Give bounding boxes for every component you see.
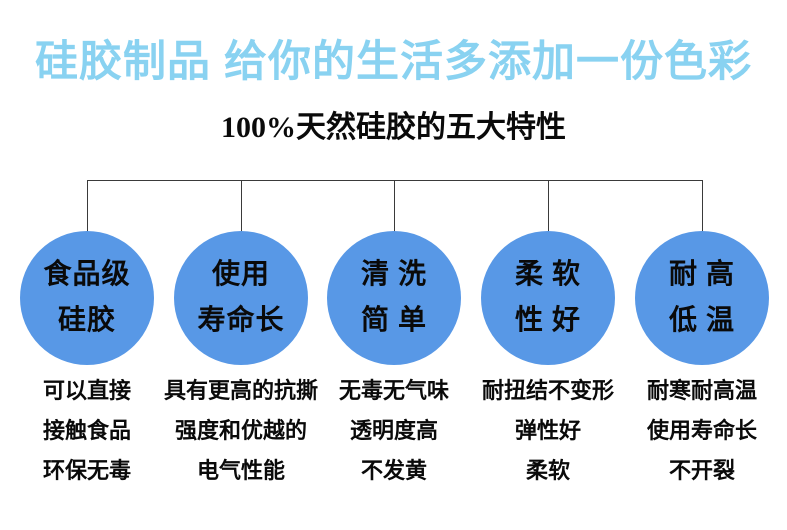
circle-label-line: 低 温 [668,305,735,336]
description-line: 无毒无气味 [338,378,449,403]
description-line: 可以直接 [42,378,131,403]
feature-description-food-grade: 可以直接 接触食品 环保无毒 [2,371,172,491]
connector-horizontal-line [87,180,703,181]
circle-label-line: 性 好 [514,305,581,336]
description-line: 环保无毒 [42,458,131,483]
feature-description-temp-resistant: 耐寒耐高温 使用寿命长 不开裂 [617,371,787,491]
feature-description-soft: 耐扭结不变形 弹性好 柔软 [463,371,633,491]
description-line: 不发黄 [360,458,427,483]
connector-vertical-line [702,180,703,234]
connector-vertical-line [241,180,242,234]
description-line: 耐寒耐高温 [646,378,757,403]
circle-label-line: 使用 [211,259,270,290]
feature-circle-temp-resistant: 耐 高 低 温 [635,231,769,365]
connector-vertical-line [87,180,88,234]
connector-vertical-line [394,180,395,234]
circle-label-line: 寿命长 [197,305,285,336]
feature-description-easy-clean: 无毒无气味 透明度高 不发黄 [309,371,479,491]
circle-label-line: 耐 高 [668,259,735,290]
description-line: 耐扭结不变形 [481,378,614,403]
feature-circle-food-grade: 食品级 硅胶 [20,231,154,365]
description-line: 强度和优越的 [174,418,307,443]
description-line: 透明度高 [349,418,438,443]
description-line: 使用寿命长 [646,418,757,443]
description-line: 具有更高的抗撕 [163,378,318,403]
page-title: 硅胶制品 给你的生活多添加一份色彩 [35,38,752,86]
circle-label-line: 食品级 [43,259,131,290]
circle-label-line: 柔 软 [514,259,581,290]
feature-circle-easy-clean: 清 洗 简 单 [327,231,461,365]
description-line: 接触食品 [42,418,131,443]
connector-vertical-line [548,180,549,234]
feature-circle-long-life: 使用 寿命长 [174,231,308,365]
circle-label-line: 清 洗 [360,259,427,290]
feature-description-long-life: 具有更高的抗撕 强度和优越的 电气性能 [156,371,326,491]
circle-label-line: 硅胶 [57,305,116,336]
page-subtitle: 100%天然硅胶的五大特性 [221,111,566,144]
description-line: 柔软 [525,458,570,483]
description-line: 不开裂 [668,458,735,483]
description-line: 弹性好 [514,418,581,443]
feature-circle-soft: 柔 软 性 好 [481,231,615,365]
description-line: 电气性能 [196,458,285,483]
circle-label-line: 简 单 [360,305,427,336]
